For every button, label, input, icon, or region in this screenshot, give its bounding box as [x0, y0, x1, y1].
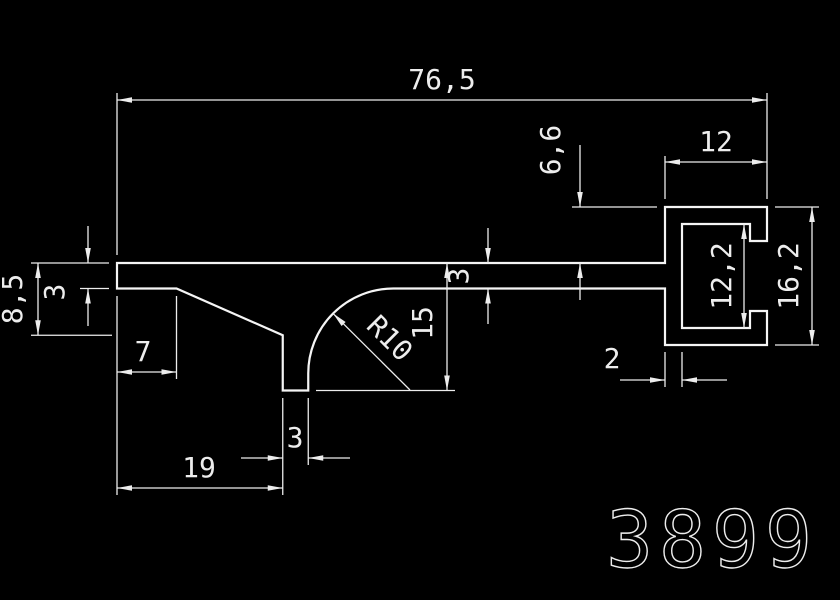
dim-label-wall-thickness: 3	[442, 268, 475, 285]
dim-leg-offset: 19	[117, 451, 283, 491]
dim-label-top-offset: 6,6	[534, 125, 567, 176]
dim-label-underside-flat-run: 7	[135, 335, 152, 368]
dim-channel-outer-height: 16,2	[772, 206, 819, 346]
dim-leg-width: 3	[241, 398, 350, 495]
dim-label-leg-offset: 19	[182, 451, 216, 484]
dim-top-offset: 6,6	[534, 125, 657, 300]
dim-label-overall-width: 76,5	[408, 63, 475, 96]
dim-underside-flat-run: 7	[116, 296, 178, 495]
dim-channel-width: 12	[664, 125, 767, 199]
dim-label-left-wall-thickness: 3	[38, 284, 71, 301]
dim-label-channel-width: 12	[699, 125, 733, 158]
dim-label-left-end-height: 8,5	[0, 274, 29, 325]
dim-label-web-thickness: 2	[604, 342, 621, 375]
dim-overall-width: 76,5	[116, 63, 768, 255]
drawing-number: 3899	[606, 496, 818, 586]
dim-label-channel-outer-height: 16,2	[772, 242, 805, 309]
dim-label-leg-depth: 15	[406, 306, 439, 340]
dim-left-end-height: 8,5	[0, 262, 112, 336]
profile-outline	[115, 205, 769, 392]
dim-leg-depth: 15	[316, 263, 455, 392]
dim-left-wall-thickness: 3	[38, 226, 109, 326]
dim-label-channel-inner-height: 12,2	[705, 242, 738, 309]
dim-channel-inner-height: 12,2	[705, 224, 747, 328]
dim-label-leg-width: 3	[287, 421, 304, 454]
dim-wall-thickness: 3	[442, 228, 491, 324]
dim-web-thickness: 2	[604, 342, 727, 387]
